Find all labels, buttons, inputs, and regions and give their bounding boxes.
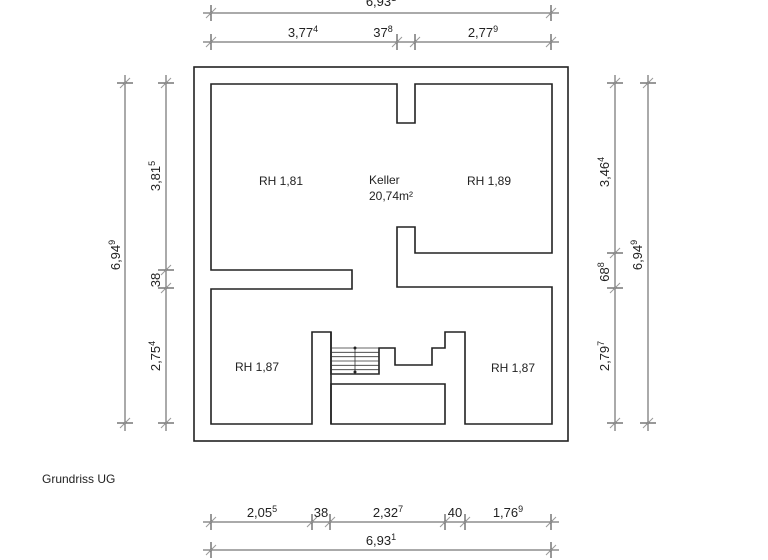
dimension-tick-slash xyxy=(160,264,172,276)
dim-right-total: 6,949 xyxy=(629,240,645,270)
plan-caption: Grundriss UG xyxy=(42,472,115,486)
dimension-tick-slash xyxy=(609,417,621,429)
room-name-keller: Keller xyxy=(369,173,400,187)
dimension-tick-slash xyxy=(324,516,336,528)
dim-top-3: 2,779 xyxy=(468,24,498,40)
stair-arrow-start xyxy=(353,346,357,350)
dimension-tick-slash xyxy=(439,516,451,528)
dimension-tick-slash xyxy=(205,36,217,48)
dim-right-3: 2,797 xyxy=(596,341,612,371)
dimension-tick-slash xyxy=(609,282,621,294)
dimension-tick-slash xyxy=(609,77,621,89)
storage-niche xyxy=(330,383,446,425)
dim-right-1: 3,464 xyxy=(596,157,612,187)
dim-bottom-2: 38 xyxy=(314,505,328,520)
dimension-tick-slash xyxy=(642,77,654,89)
dimension-tick-slash xyxy=(306,516,318,528)
dim-top-1: 3,774 xyxy=(288,24,318,40)
dimension-tick-slash xyxy=(391,36,403,48)
room-area-keller: 20,74m² xyxy=(369,189,413,203)
dim-bottom-4: 40 xyxy=(448,505,462,520)
dimension-tick-slash xyxy=(119,417,131,429)
dimension-lines xyxy=(117,5,656,558)
dim-bottom-3: 2,327 xyxy=(373,504,403,520)
dimension-tick-slash xyxy=(545,36,557,48)
dimension-tick-slash xyxy=(160,77,172,89)
dim-left-total: 6,949 xyxy=(107,240,123,270)
dim-bottom-1: 2,055 xyxy=(247,504,277,520)
dimension-tick-slash xyxy=(205,516,217,528)
dimension-tick-slash xyxy=(609,247,621,259)
dimension-tick-slash xyxy=(160,282,172,294)
room-label-lower-left: RH 1,87 xyxy=(235,360,279,374)
inner-wall-outline xyxy=(210,83,553,425)
dimension-tick-slash xyxy=(160,417,172,429)
dimension-tick-slash xyxy=(409,36,421,48)
stair-arrow-end xyxy=(353,370,357,374)
dim-bottom-5: 1,769 xyxy=(493,504,523,520)
dim-left-1: 3,815 xyxy=(147,161,163,191)
dim-bottom-total: 6,931 xyxy=(366,532,396,548)
dim-top-total: 6,931 xyxy=(366,0,396,9)
room-label-lower-right: RH 1,87 xyxy=(491,361,535,375)
dimension-tick-slash xyxy=(642,417,654,429)
dimension-tick-slash xyxy=(545,7,557,19)
dim-right-2: 688 xyxy=(596,262,612,281)
outer-wall xyxy=(193,66,569,442)
dimension-tick-slash xyxy=(119,77,131,89)
dim-left-2: 38 xyxy=(148,273,163,287)
dimension-tick-slash xyxy=(459,516,471,528)
walls xyxy=(193,66,569,442)
dimension-tick-slash xyxy=(205,7,217,19)
dimension-tick-slash xyxy=(545,516,557,528)
staircase xyxy=(331,346,379,375)
dim-top-2: 378 xyxy=(373,24,392,40)
dim-left-3: 2,754 xyxy=(147,341,163,371)
room-label-upper-right: RH 1,89 xyxy=(467,174,511,188)
room-label-upper-left: RH 1,81 xyxy=(259,174,303,188)
dimension-tick-slash xyxy=(545,544,557,556)
dimension-tick-slash xyxy=(205,544,217,556)
